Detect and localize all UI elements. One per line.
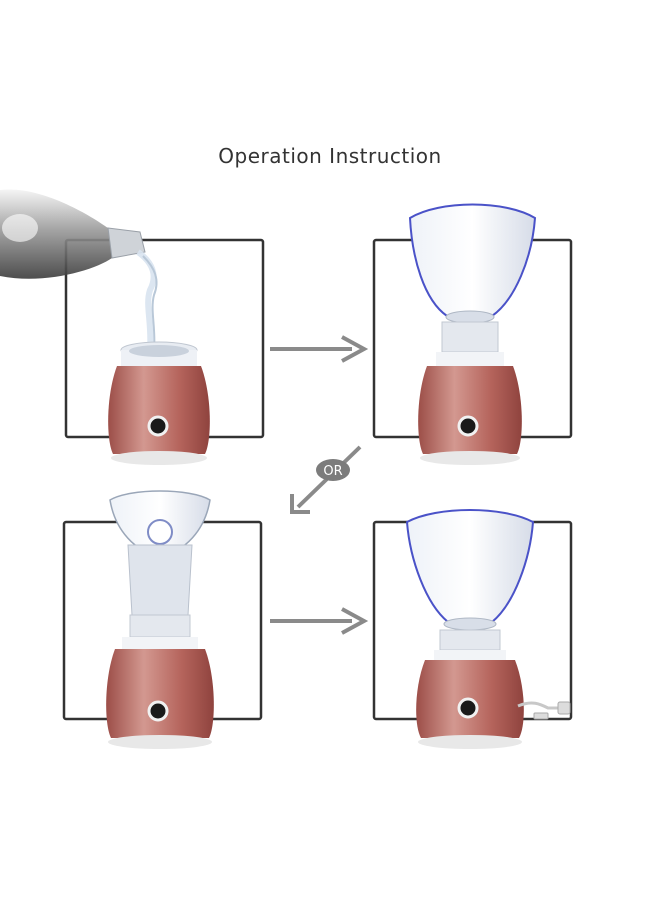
arrow-step3-to-step4 [270, 609, 364, 633]
power-knob-icon [459, 417, 477, 435]
steamer-step2 [410, 205, 535, 466]
power-knob-icon [459, 699, 477, 717]
water-stream-icon [138, 252, 157, 350]
face-bowl-icon [410, 205, 535, 317]
power-knob-icon [149, 417, 167, 435]
arrow-step1-to-step2 [270, 337, 364, 361]
water-bottle-icon [0, 189, 145, 278]
power-cord-icon [518, 702, 570, 719]
steamer-step4 [407, 510, 570, 749]
face-bowl-icon [407, 510, 533, 622]
steamer-step3 [106, 491, 214, 749]
or-badge: OR [316, 459, 350, 481]
power-knob-icon [149, 702, 167, 720]
or-label: OR [323, 464, 342, 479]
steamer-base-step1 [108, 342, 210, 465]
